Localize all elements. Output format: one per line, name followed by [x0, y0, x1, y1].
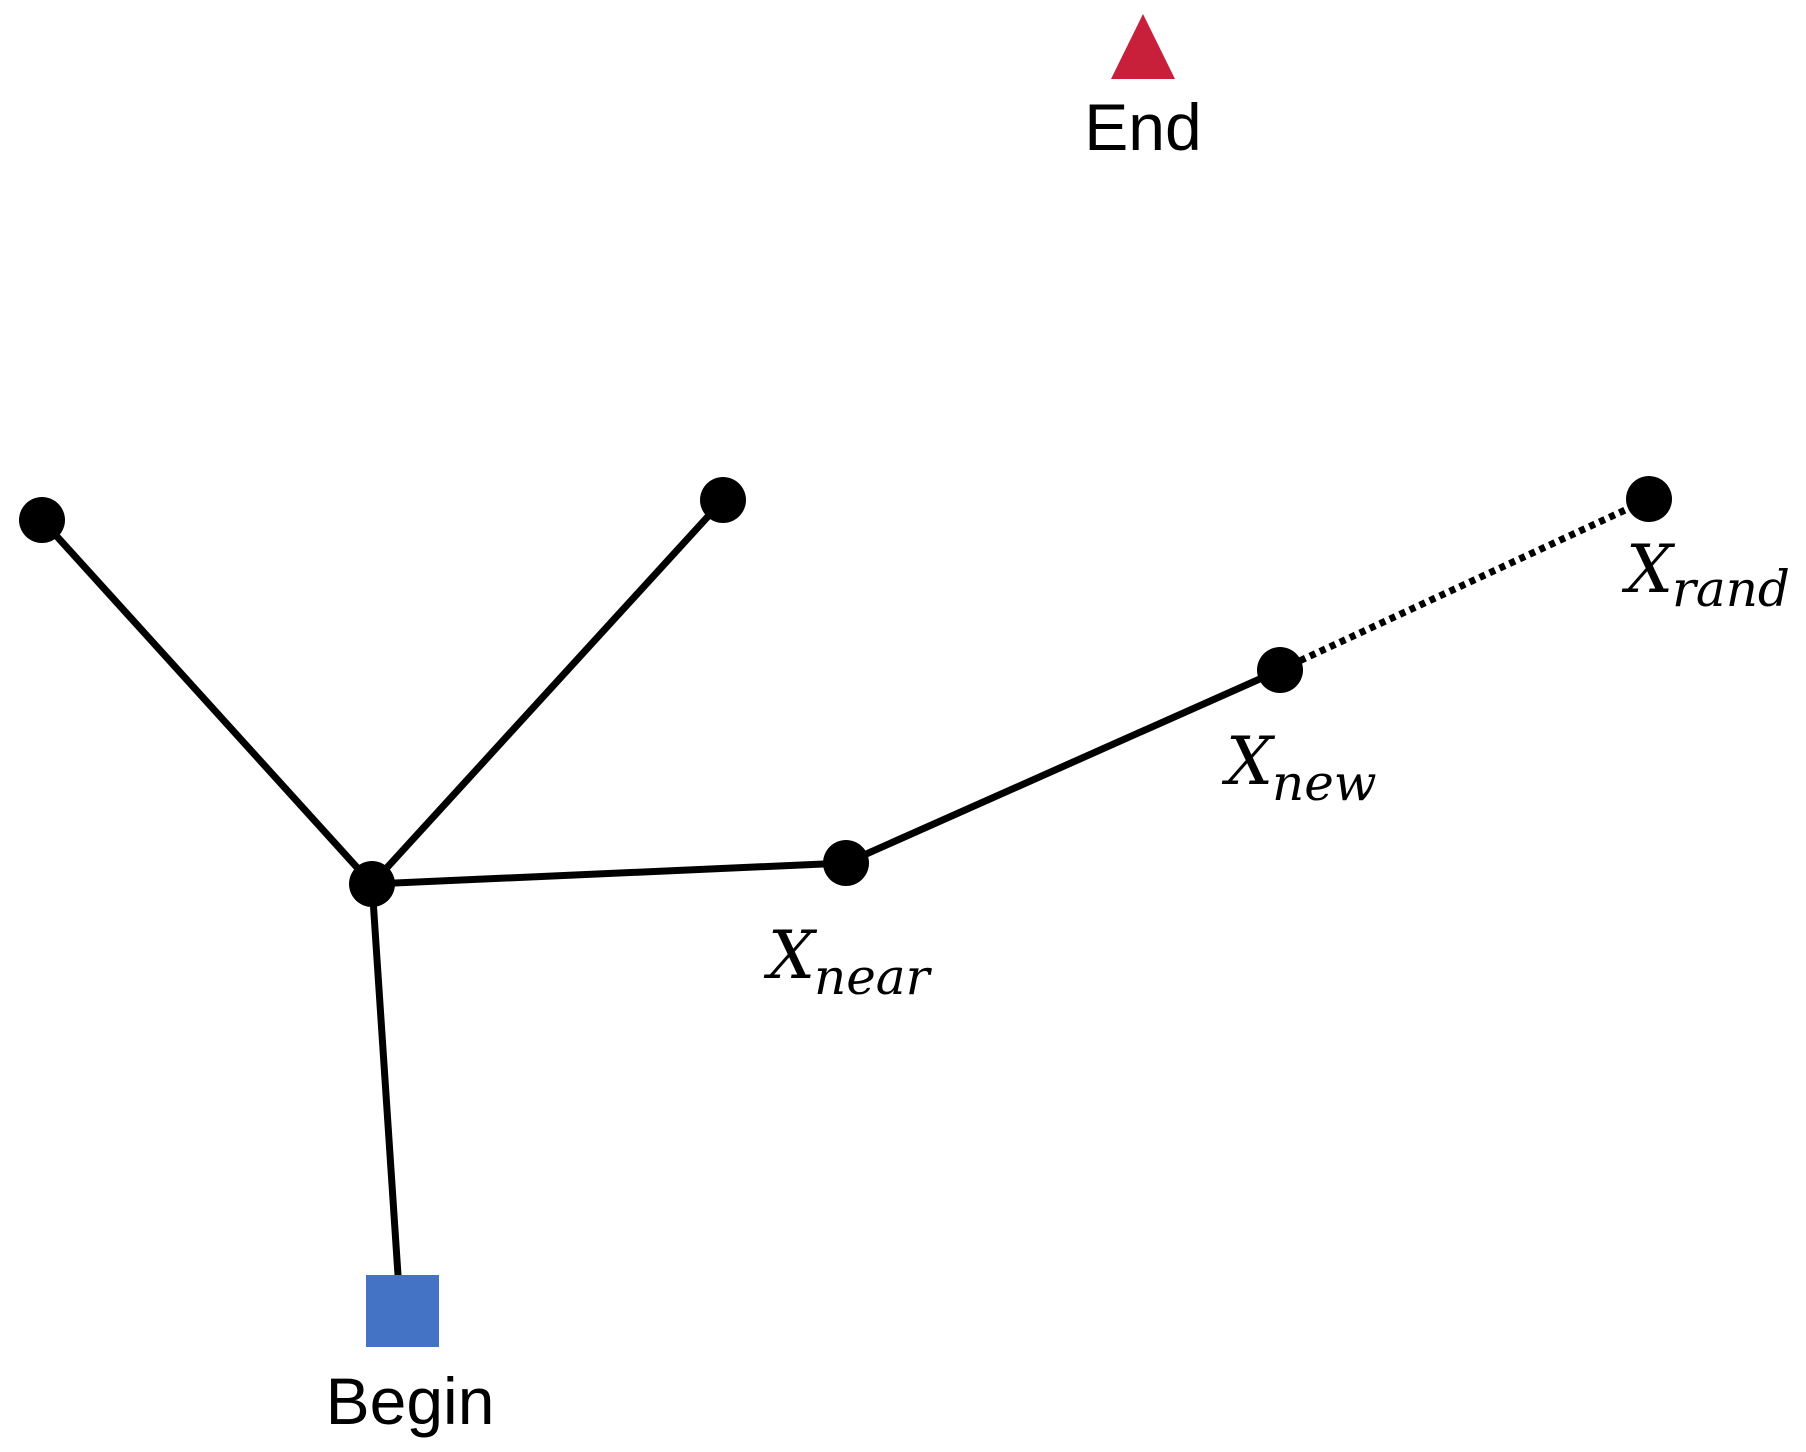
node-root	[349, 861, 395, 907]
edge-x-new-x-rand-dotted	[1278, 495, 1651, 674]
tree-nodes	[19, 476, 1672, 907]
x-rand-label: X rand	[1621, 531, 1790, 618]
node-x-rand	[1626, 476, 1672, 522]
x-near-label-sub: near	[814, 948, 933, 1006]
edge-root-upper-leaf	[368, 496, 727, 888]
edge-x-near-x-new	[842, 666, 1284, 867]
node-x-near	[823, 840, 869, 886]
begin-label: Begin	[326, 1364, 495, 1438]
node-left-leaf	[19, 497, 65, 543]
edge-root-left-leaf	[38, 516, 376, 888]
end-triangle-icon	[1111, 14, 1175, 79]
begin-square-icon	[366, 1275, 439, 1347]
x-new-label-main: X	[1221, 723, 1276, 800]
x-near-label: X near	[763, 917, 933, 1006]
end-label: End	[1084, 90, 1201, 164]
x-new-label: X new	[1221, 723, 1377, 812]
x-near-label-main: X	[763, 917, 818, 994]
node-upper-leaf	[700, 477, 746, 523]
x-rand-label-main: X	[1621, 531, 1676, 608]
edges	[38, 495, 1651, 1279]
edge-root-x-near	[368, 859, 850, 888]
x-new-label-sub: new	[1272, 754, 1377, 812]
x-rand-label-sub: rand	[1672, 560, 1790, 618]
edge-begin-root	[368, 880, 402, 1279]
node-x-new	[1257, 647, 1303, 693]
